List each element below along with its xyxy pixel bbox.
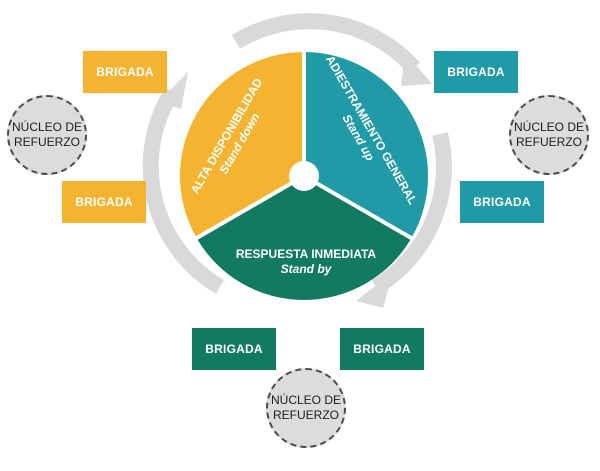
nucleo-bottom-line2: REFUERZO bbox=[273, 408, 339, 422]
brigada-green-right: BRIGADA bbox=[340, 328, 424, 370]
brigada-teal-top: BRIGADA bbox=[434, 51, 518, 93]
nucleo-right-line2: REFUERZO bbox=[516, 135, 582, 149]
nucleo-left-line2: REFUERZO bbox=[14, 135, 80, 149]
center-hub bbox=[289, 161, 319, 191]
ring-arc-left bbox=[142, 87, 225, 294]
ring-arc-top bbox=[231, 13, 420, 74]
nucleo-refuerzo-left: NÚCLEO DE REFUERZO bbox=[7, 95, 87, 175]
sector-title-respuesta: RESPUESTA INMEDIATA bbox=[236, 247, 377, 261]
nucleo-refuerzo-right: NÚCLEO DE REFUERZO bbox=[509, 95, 589, 175]
ring-arrowhead-right bbox=[356, 272, 393, 308]
ring-arrowhead-top bbox=[401, 52, 432, 86]
brigada-yellow-bottom: BRIGADA bbox=[62, 181, 146, 223]
sector-subtitle-respuesta: Stand by bbox=[281, 262, 333, 276]
brigada-teal-bottom: BRIGADA bbox=[460, 181, 544, 223]
ring-arc-right bbox=[371, 132, 452, 294]
ring-arrowhead-left bbox=[158, 72, 188, 109]
brigada-green-left: BRIGADA bbox=[192, 328, 276, 370]
nucleo-refuerzo-bottom: NÚCLEO DE REFUERZO bbox=[266, 368, 346, 448]
sector-adiestramiento-general bbox=[304, 52, 429, 238]
sector-dividers bbox=[193, 50, 415, 241]
cycle-ring bbox=[142, 13, 452, 308]
nucleo-right-line1: NÚCLEO DE bbox=[513, 120, 584, 134]
nucleo-bottom-line1: NÚCLEO DE bbox=[270, 393, 341, 407]
sector-alta-disponibilidad bbox=[179, 52, 304, 238]
nucleo-left-line1: NÚCLEO DE bbox=[11, 120, 82, 134]
brigada-yellow-top: BRIGADA bbox=[83, 51, 167, 93]
